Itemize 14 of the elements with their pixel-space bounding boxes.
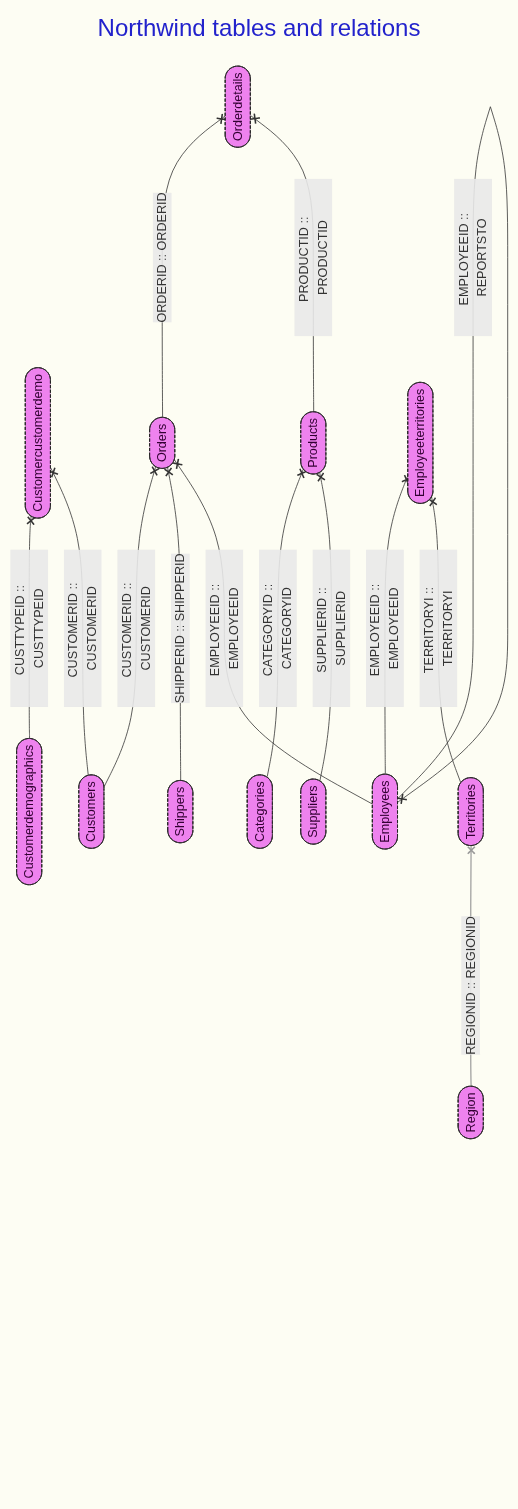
edge-label: EMPLOYEEID :: REPORTSTO	[456, 213, 489, 306]
edge-label: SUPPLIERID :: SUPPLIERID	[314, 587, 348, 673]
edge-label: CUSTOMERID :: CUSTOMERID	[66, 582, 99, 678]
edge-label: REGIONID :: REGIONID	[463, 916, 478, 1055]
edge-label: CUSTOMERID :: CUSTOMERID	[119, 582, 152, 678]
edge-label: EMPLOYEEID :: EMPLOYEEID	[207, 584, 241, 677]
edge-label: EMPLOYEEID :: EMPLOYEEID	[368, 584, 401, 677]
edge-label: ORDERID :: ORDERID	[155, 192, 169, 323]
edge-label: CUSTTYPEID :: CUSTTYPEID	[12, 585, 45, 676]
edge-label: PRODUCTID :: PRODUCTID	[296, 216, 330, 303]
edge-label: TERRITORYI :: TERRITORYI	[421, 587, 455, 674]
diagram-title: Northwind tables and relations	[96, 14, 422, 42]
edge-label: SHIPPERID :: SHIPPERID	[173, 553, 187, 704]
edge-label: CATEGORYID :: CATEGORYID	[261, 583, 294, 677]
